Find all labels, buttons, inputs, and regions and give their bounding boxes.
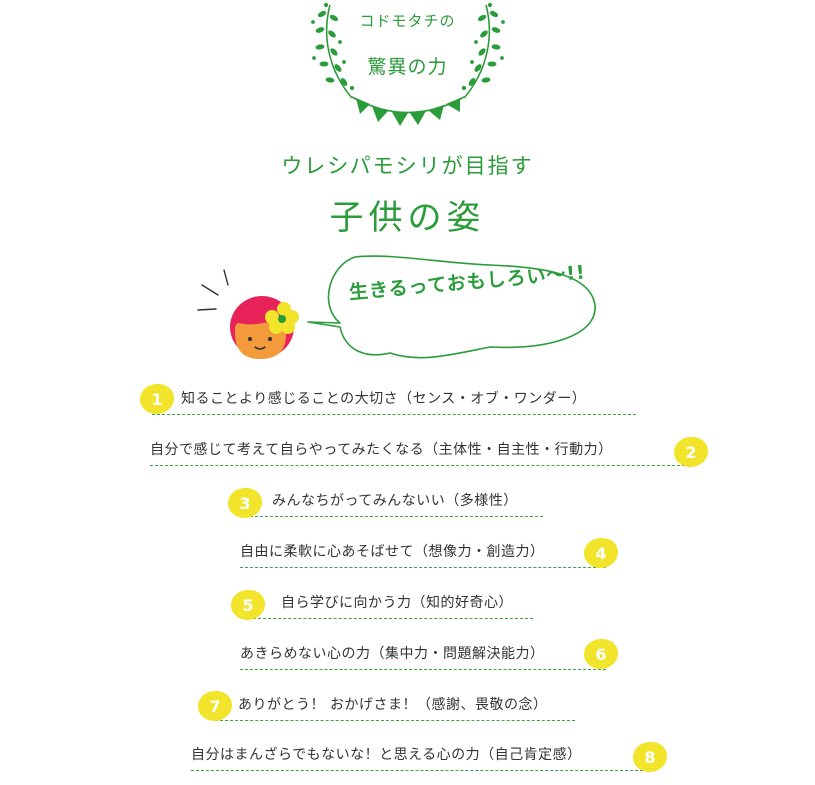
item-number-badge: 4 — [584, 538, 618, 568]
left-branch-icon — [311, 2, 355, 99]
item-label: 自分で感じて考えて自らやってみたくなる（主体性・自主性・行動力） — [150, 442, 613, 458]
right-branch-icon — [461, 2, 505, 99]
header-big-text: 驚異の力 — [367, 56, 448, 78]
list-item: 自分で感じて考えて自らやってみたくなる（主体性・自主性・行動力） 2 — [150, 435, 708, 467]
bunting-garland-icon — [351, 96, 465, 126]
item-number-badge: 2 — [674, 437, 708, 467]
header-small-text: コドモタチの — [359, 12, 456, 30]
motion-lines-icon — [197, 269, 229, 311]
wreath-decoration — [311, 2, 505, 126]
item-number-badge: 1 — [140, 384, 174, 414]
item-label: あきらめない心の力（集中力・問題解決能力） — [240, 646, 545, 662]
child-illustration — [197, 255, 596, 359]
item-label: 自分はまんざらでもないな！と思える心の力（自己肯定感） — [191, 747, 582, 763]
list-item: あきらめない心の力（集中力・問題解決能力） 6 — [240, 639, 618, 670]
item-label: 知ることより感じることの大切さ（センス・オブ・ワンダー） — [181, 391, 587, 407]
item-number-badge: 7 — [198, 691, 232, 721]
flower-icon — [265, 302, 299, 334]
page-title: 子供の姿 — [329, 198, 486, 238]
item-label: 自ら学びに向かう力（知的好奇心） — [281, 595, 513, 611]
list-item: 5 自ら学びに向かう力（知的好奇心） — [231, 588, 533, 620]
item-number-badge: 3 — [228, 488, 262, 518]
list-item: 自由に柔軟に心あそばせて（想像力・創造力） 4 — [240, 537, 618, 568]
item-label: 自由に柔軟に心あそばせて（想像力・創造力） — [240, 544, 545, 560]
page-subtitle: ウレシパモシリが目指す — [281, 154, 534, 178]
item-label: ありがとう！ おかげさま！（感謝、畏敬の念） — [238, 697, 548, 713]
item-number-badge: 6 — [584, 639, 618, 669]
item-number-badge: 5 — [231, 590, 265, 620]
list-item: 7 ありがとう！ おかげさま！（感謝、畏敬の念） — [198, 690, 575, 721]
speech-bubble-icon — [307, 255, 596, 359]
item-number-badge: 8 — [633, 742, 667, 772]
list-item: 自分はまんざらでもないな！と思える心の力（自己肯定感） 8 — [191, 740, 667, 772]
list-item: 3 みんなちがってみんないい（多様性） — [228, 486, 543, 518]
item-label: みんなちがってみんないい（多様性） — [272, 493, 518, 509]
list-item: 1 知ることより感じることの大切さ（センス・オブ・ワンダー） — [140, 384, 636, 415]
